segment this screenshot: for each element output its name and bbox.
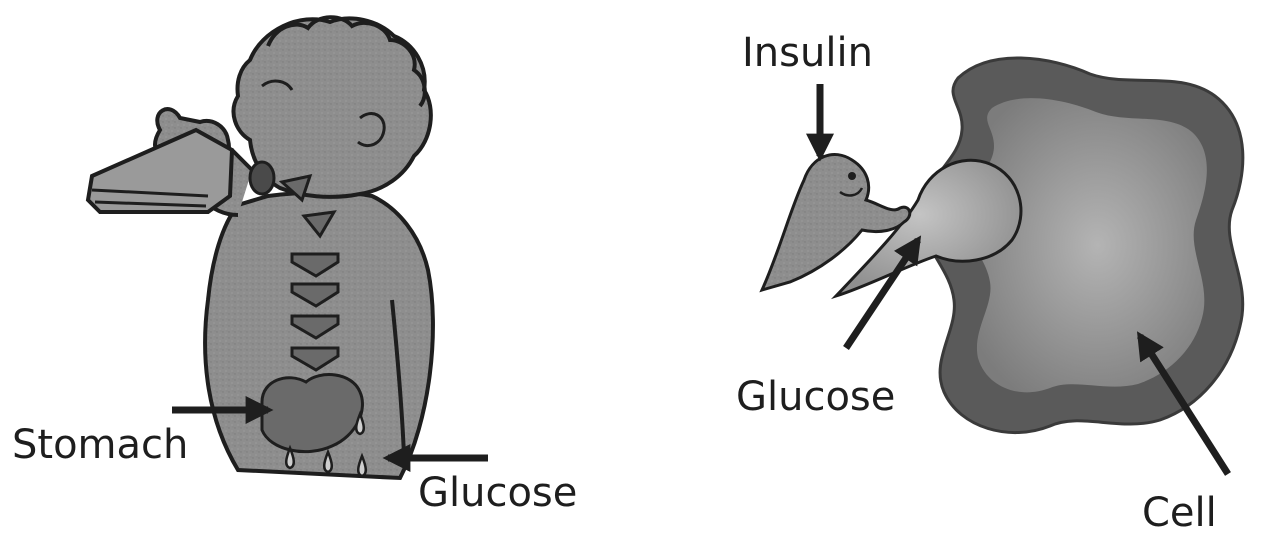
cell-label: Cell	[1142, 490, 1217, 534]
glucose-label-right: Glucose	[736, 374, 895, 420]
stomach-label: Stomach	[12, 422, 188, 468]
insulin-eye	[848, 172, 856, 180]
boy-mouth	[250, 162, 274, 194]
insulin-label: Insulin	[742, 30, 873, 76]
glucose-label-left: Glucose	[418, 470, 577, 516]
